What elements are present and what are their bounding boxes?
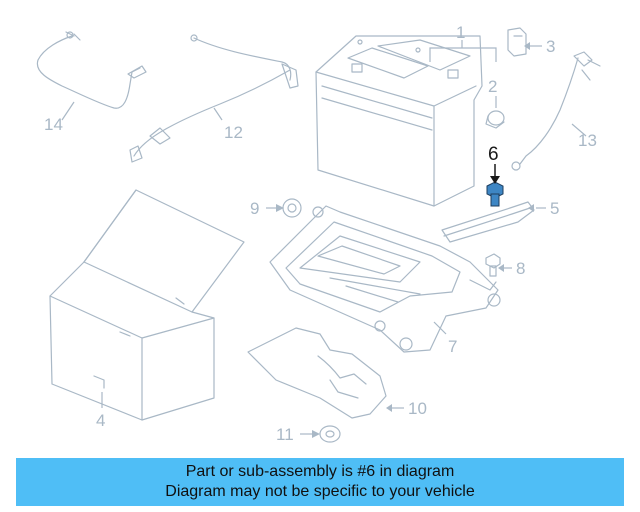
part-5-bracket <box>441 201 535 243</box>
part-11-washer <box>319 425 341 443</box>
part-6-bolt <box>486 181 504 207</box>
callout-8: 8 <box>516 259 525 278</box>
callout-7: 7 <box>448 337 457 356</box>
part-1-battery <box>315 35 483 207</box>
callout-11: 11 <box>276 425 294 444</box>
part-8-bolt <box>485 253 501 277</box>
part-2-plug <box>485 110 505 129</box>
parts-diagram: 14 12 1 2 3 <box>36 23 601 444</box>
callout-5: 5 <box>550 199 559 218</box>
callout-3: 3 <box>546 37 555 56</box>
callout-9: 9 <box>250 199 259 218</box>
callout-13: 13 <box>578 131 597 150</box>
banner-line-1: Part or sub-assembly is #6 in diagram <box>185 463 455 480</box>
part-13-cable <box>511 51 601 171</box>
part-4-cover <box>49 189 245 421</box>
part-7-tray <box>269 205 501 353</box>
part-3-clip <box>507 27 527 57</box>
part-9-grommet <box>282 198 302 218</box>
part-14-cable <box>36 31 147 109</box>
callout-10: 10 <box>408 399 427 418</box>
banner-line-2: Diagram may not be specific to your vehi… <box>165 483 475 500</box>
callout-12: 12 <box>224 123 243 142</box>
part-12-cable <box>129 34 299 163</box>
callout-1: 1 <box>456 23 465 42</box>
part-10-pad <box>247 327 387 419</box>
callout-14: 14 <box>44 115 63 134</box>
callout-4: 4 <box>96 411 105 430</box>
callout-6: 6 <box>488 144 499 165</box>
info-banner: Part or sub-assembly is #6 in diagram Di… <box>16 458 624 506</box>
callout-2: 2 <box>488 77 497 96</box>
